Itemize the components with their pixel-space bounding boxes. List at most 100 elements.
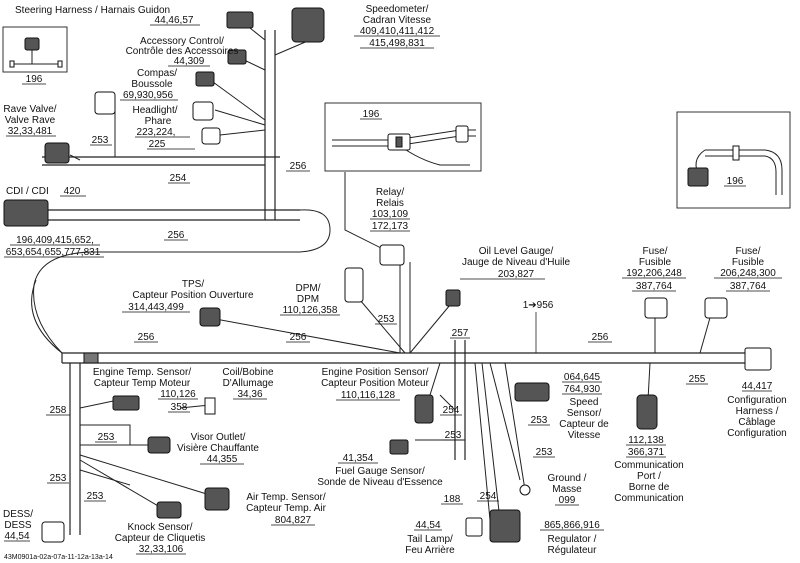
ref-fuel-gauge: 41,354 [343,453,374,464]
relay-connector [379,244,405,266]
label-fuse2-en: Fuse/ [735,246,760,257]
label-visor-fr: Visière Chauffante [177,443,259,454]
ref-eps: 110,116,128 [341,390,396,401]
speed-sensor-connector [514,382,550,402]
ref-inset-2: 196 [363,109,380,120]
label-air-temp-en: Air Temp. Sensor/ [246,492,326,503]
fuel-gauge-connector [389,439,409,455]
ref-ground: 099 [559,495,576,506]
connectors [3,7,772,543]
label-oil-fr: Jauge de Niveau d'Huile [462,257,571,268]
accessory-connector [227,49,247,65]
ref-oil: 203,827 [498,269,535,280]
label-eps-fr: Capteur Position Moteur [321,378,430,389]
label-tail-lamp-fr: Feu Arrière [405,545,455,556]
ref-cdi-1: 196,409,415,652, [16,235,94,246]
ref-config: 44,417 [742,381,773,392]
label-accessory-en: Accessory Control/ [140,36,224,47]
ref-air-temp: 804,827 [275,515,312,526]
harness-grommet [83,352,99,364]
ref-comm-2: 366,371 [628,447,665,458]
label-comm-4: Communication [614,493,683,504]
ref-inset-3: 196 [727,176,744,187]
num-253-e: 253 [445,430,462,441]
ref-cdi-2: 653,654,655,777,831 [6,247,101,258]
num-256-d: 256 [290,332,307,343]
steering-connector [226,11,254,29]
num-255: 255 [689,374,706,385]
ref-rave: 32,33,481 [8,126,53,137]
visor-outlet-connector [147,436,171,454]
num-253-a: 253 [92,135,109,146]
label-fuse2-fr: Fusible [732,257,765,268]
label-relay-en: Relay/ [376,187,405,198]
engine-temp-connector [112,395,140,411]
label-config-4: Configuration [727,428,786,439]
num-956: 1➔956 [523,300,554,311]
label-rave-en: Rave Valve/ [3,104,56,115]
label-tps-en: TPS/ [182,279,204,290]
num-256-b: 256 [168,230,185,241]
label-cdi: CDI / CDI [6,186,49,197]
air-temp-connector [204,487,230,511]
num-253-f: 253 [536,447,553,458]
label-dpm-fr: DPM [297,294,319,305]
label-coil-fr: D'Allumage [223,378,274,389]
label-ets-en: Engine Temp. Sensor/ [93,367,191,378]
label-ground-fr: Masse [552,484,582,495]
coil-connector [204,397,216,415]
ref-fuse1-2: 387,764 [636,281,673,292]
ref-dess: 44,54 [4,531,29,542]
num-253-h: 253 [87,491,104,502]
num-257: 257 [452,328,469,339]
label-visor-en: Visor Outlet/ [191,432,246,443]
ref-relay-2: 172,173 [372,221,409,232]
num-256-c: 256 [138,332,155,343]
ref-fuse2-2: 387,764 [730,281,767,292]
ref-compas: 69,930,956 [123,90,173,101]
label-dess-fr: DESS [4,520,32,531]
label-regulator-en: Regulator / [548,534,597,545]
label-speed-en-1: Speed [570,397,599,408]
label-comm-2: Port / [637,471,661,482]
tps-connector [199,307,221,327]
dess-connector [41,521,65,543]
label-steering: Steering Harness / Harnais Guidon [15,5,170,16]
label-tail-lamp-en: Tail Lamp/ [407,534,453,545]
num-253-b: 253 [378,314,395,325]
label-headlight-en: Headlight/ [132,105,177,116]
ref-fuse2-1: 206,248,300 [720,268,776,279]
inset-2-harness [332,125,476,166]
label-speedo-en: Speedometer/ [366,4,429,15]
ref-tps: 314,443,499 [128,302,184,313]
rave-valve-connector-bottom [44,142,70,164]
label-comm-3: Borne de [629,482,670,493]
label-knock-fr: Capteur de Cliquetis [115,533,206,544]
label-fuse1-fr: Fusible [639,257,672,268]
label-fuse1-en: Fuse/ [642,246,667,257]
label-eps-en: Engine Position Sensor/ [322,367,429,378]
label-fuel-gauge-en: Fuel Gauge Sensor/ [335,466,425,477]
fuse-connector-1 [644,297,668,319]
ref-relay-1: 103,109 [372,209,409,220]
headlight-connector-2 [201,127,221,145]
label-dpm-en: DPM/ [296,283,321,294]
labels: Steering Harness / Harnais Guidon 44,46,… [3,4,787,561]
ground-terminal [519,484,531,496]
num-258: 258 [50,405,67,416]
label-compas-en: Compas/ [137,68,177,79]
headlight-connector-1 [192,101,214,121]
label-speed-fr-1: Capteur de [559,419,609,430]
tail-lamp-connector [465,517,483,537]
speedometer-connector [291,7,325,43]
rave-valve-connector-top [94,91,116,115]
label-compas-fr: Boussole [131,79,173,90]
engine-position-connector [414,394,434,424]
label-config-2: Harness / [736,406,779,417]
wiring [31,19,770,535]
ref-speedo-2: 415,498,831 [369,38,425,49]
num-254-a: 254 [170,173,187,184]
knock-sensor-connector [156,501,182,519]
label-regulator-fr: Régulateur [548,545,598,556]
